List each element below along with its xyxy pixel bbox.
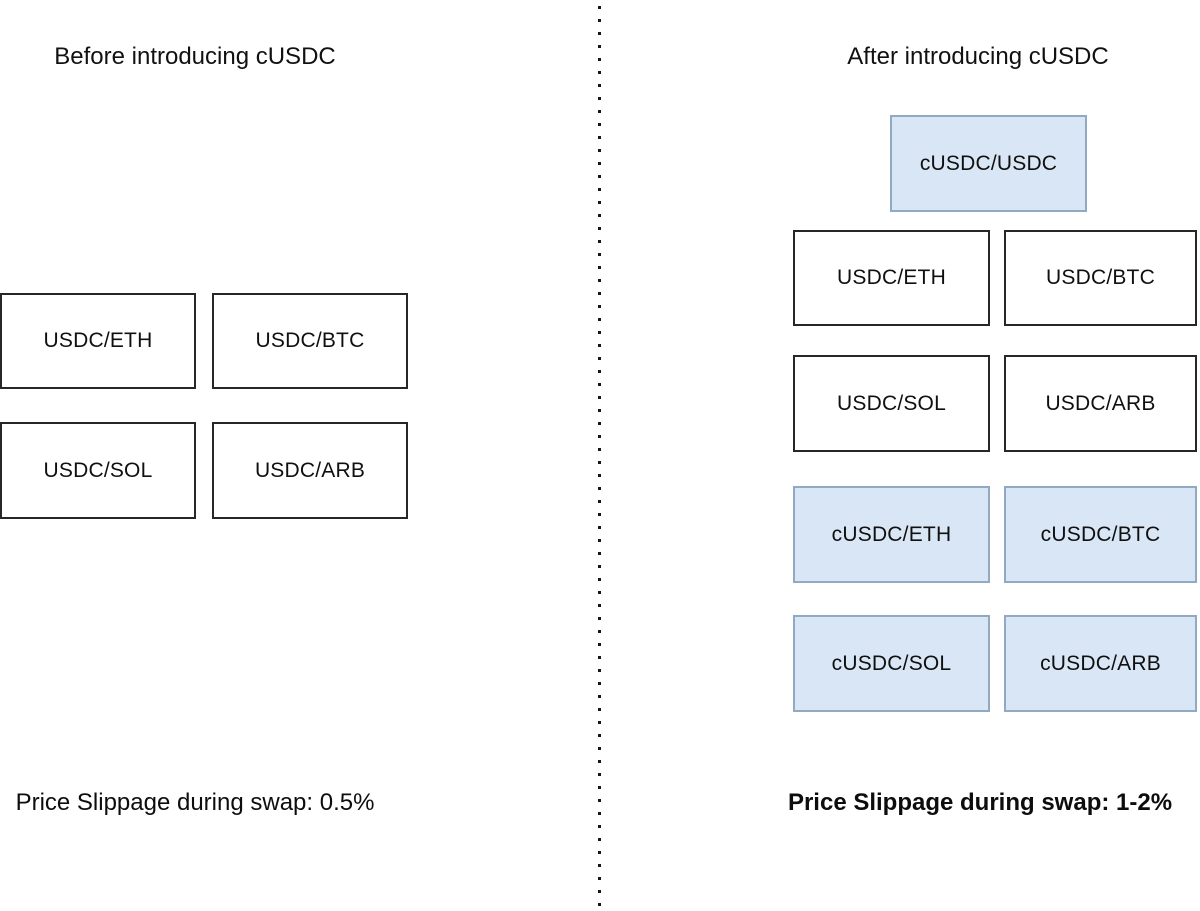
pool-box-after-cusdc-arb: cUSDC/ARB — [1004, 615, 1197, 712]
pool-box-after-cusdc-usdc: cUSDC/USDC — [890, 115, 1087, 212]
pool-box-before-usdc-eth: USDC/ETH — [0, 293, 196, 389]
pool-box-after-cusdc-eth: cUSDC/ETH — [793, 486, 990, 583]
dotted-divider-line — [598, 6, 601, 911]
before-slippage-caption: Price Slippage during swap: 0.5% — [15, 789, 375, 816]
pool-box-before-usdc-btc: USDC/BTC — [212, 293, 408, 389]
after-panel-title: After introducing cUSDC — [847, 43, 1109, 70]
pool-box-after-usdc-btc: USDC/BTC — [1004, 230, 1197, 326]
pool-box-after-usdc-arb: USDC/ARB — [1004, 355, 1197, 452]
pool-box-before-usdc-arb: USDC/ARB — [212, 422, 408, 519]
pool-box-after-cusdc-btc: cUSDC/BTC — [1004, 486, 1197, 583]
pool-box-after-usdc-eth: USDC/ETH — [793, 230, 990, 326]
pool-box-after-cusdc-sol: cUSDC/SOL — [793, 615, 990, 712]
after-slippage-caption: Price Slippage during swap: 1-2% — [787, 789, 1173, 816]
pool-box-before-usdc-sol: USDC/SOL — [0, 422, 196, 519]
pool-box-after-usdc-sol: USDC/SOL — [793, 355, 990, 452]
before-panel-title: Before introducing cUSDC — [54, 43, 336, 70]
